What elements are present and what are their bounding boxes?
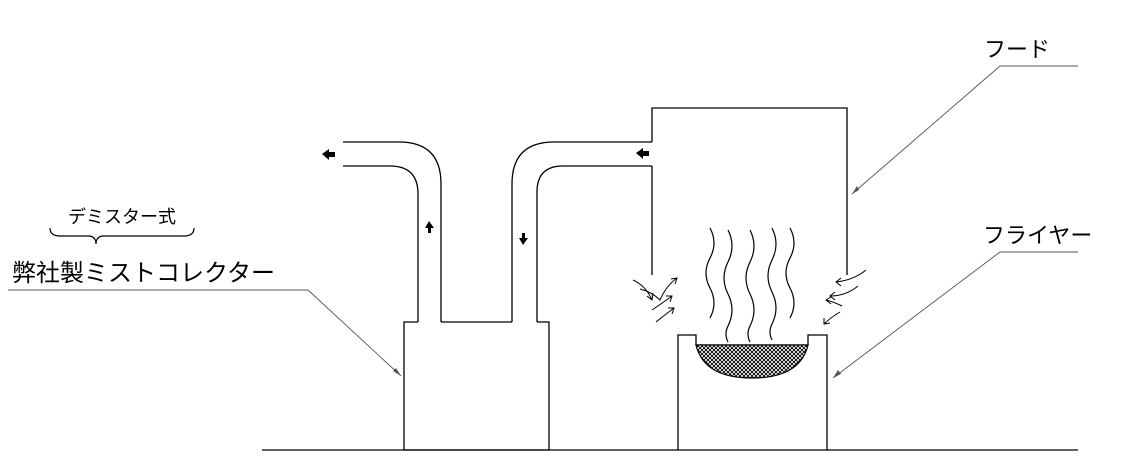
hood-flow-arrow bbox=[636, 148, 649, 159]
hood-outline bbox=[651, 107, 848, 275]
intake-duct-outer bbox=[511, 141, 652, 322]
fryer-leader bbox=[832, 251, 1078, 379]
fume-lines bbox=[705, 227, 795, 343]
mist-collector-box bbox=[403, 321, 550, 451]
fume-line bbox=[705, 227, 715, 319]
collector-leader bbox=[8, 289, 402, 377]
exhaust-pipe-inner bbox=[343, 141, 442, 322]
fume-line bbox=[723, 229, 733, 343]
mist-collector-label: 弊社製ミストコレクター bbox=[12, 259, 276, 287]
collector-leader-arrowhead bbox=[393, 368, 401, 376]
intake-duct-inner bbox=[536, 165, 652, 322]
hood-leader bbox=[851, 65, 1078, 195]
hood-label: フード bbox=[984, 38, 1051, 63]
inflow-arrows-left bbox=[632, 277, 678, 323]
fryer-leader-arrowhead bbox=[833, 370, 841, 378]
exhaust-up-arrow bbox=[425, 221, 434, 233]
fume-line bbox=[767, 227, 777, 341]
outlet-arrow bbox=[322, 149, 335, 160]
fryer-label: フライヤー bbox=[983, 224, 1093, 249]
fryer-oil bbox=[695, 344, 809, 379]
intake-down-arrow bbox=[519, 233, 528, 245]
hood-leader-arrowhead bbox=[852, 186, 859, 194]
inflow-arrows-right bbox=[823, 269, 867, 325]
demister-label: デミスター式 bbox=[68, 207, 176, 228]
fume-line bbox=[785, 227, 795, 319]
fume-line bbox=[745, 229, 755, 343]
leader-lines bbox=[8, 65, 1078, 379]
exhaust-pipe-outer bbox=[343, 165, 419, 322]
demister-brace bbox=[49, 227, 195, 245]
